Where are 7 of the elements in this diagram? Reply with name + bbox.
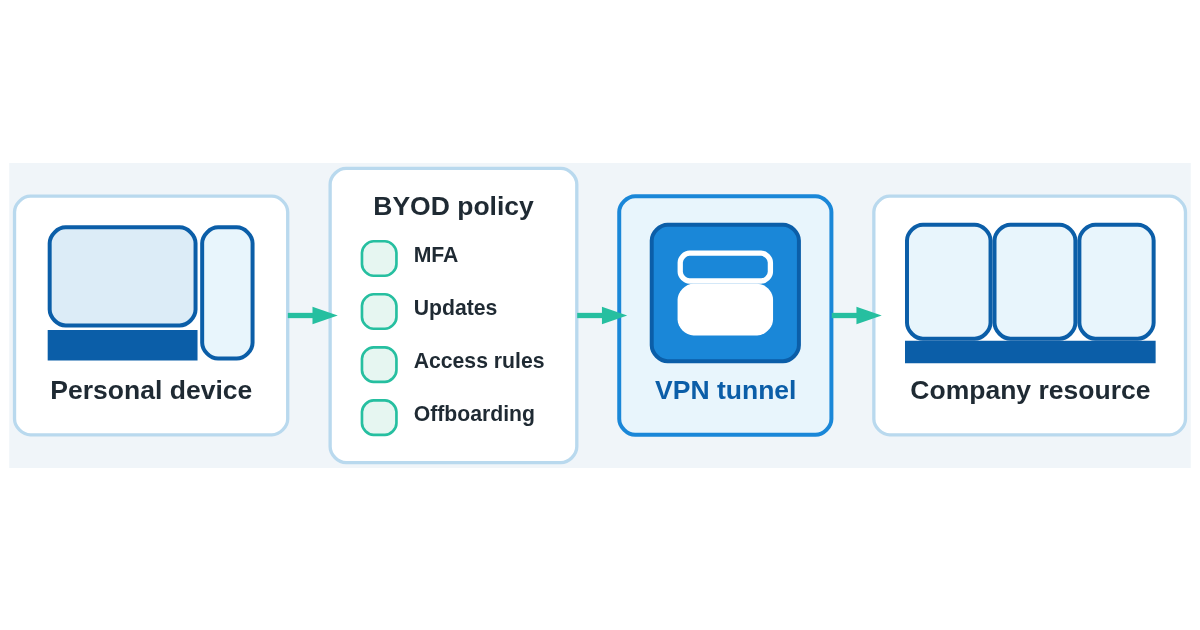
node-box: VPN tunnel	[617, 193, 834, 437]
node-box: Company resource	[872, 194, 1188, 436]
node-box: BYOD policy MFA Updates Access rules Offboarding	[328, 166, 579, 464]
arrow	[287, 306, 338, 324]
arrow	[831, 306, 882, 324]
node-box: Personal device	[12, 194, 290, 436]
arrow	[577, 306, 628, 324]
